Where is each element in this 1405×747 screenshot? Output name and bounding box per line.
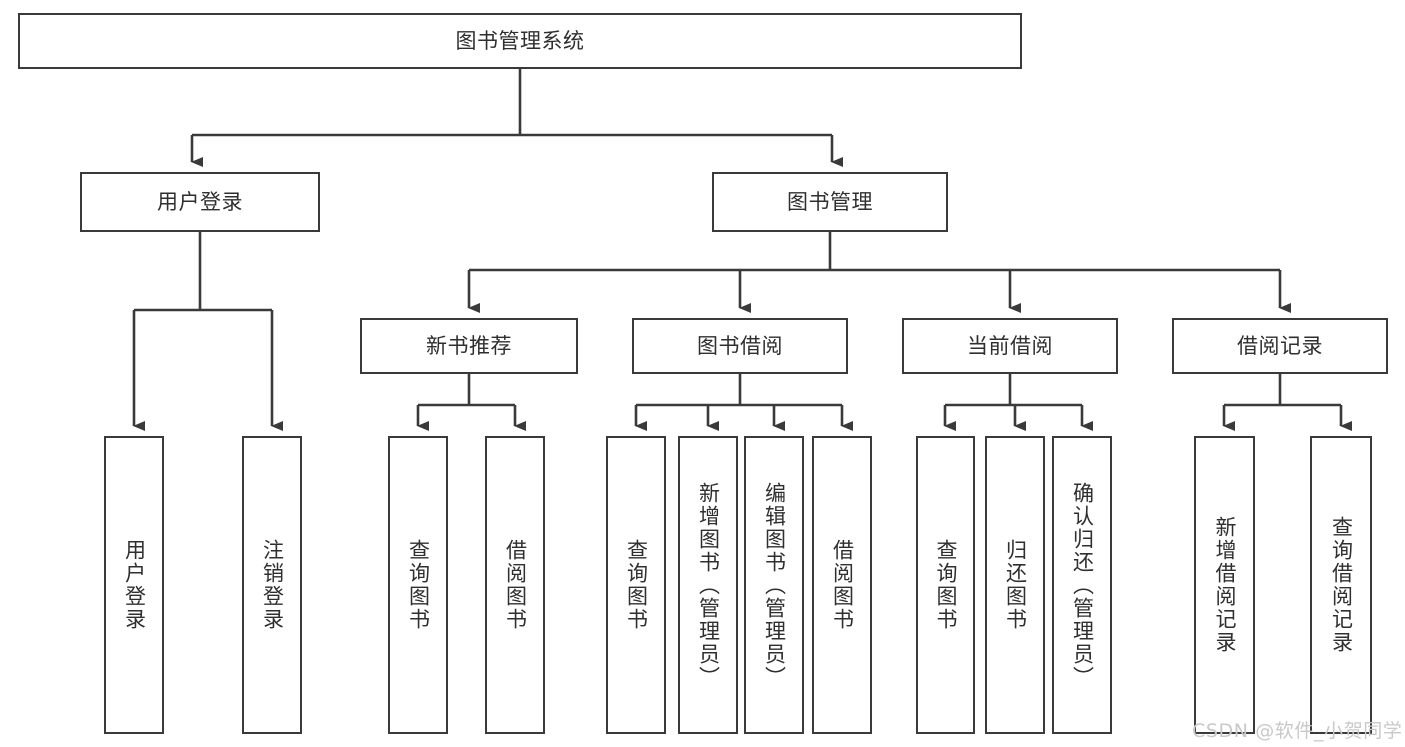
node-leaf-label: 用户登录 [122,539,147,631]
node-leaf-label: 查询借阅记录 [1329,516,1354,654]
node-leaf-label: 查询图书 [934,539,958,631]
node-level3-label: 当前借阅 [967,333,1053,358]
node-level2-用户登录-0[interactable]: 用户登录 [80,172,320,232]
node-level2-label: 图书管理 [787,189,873,214]
node-leaf-label: 编辑图书（管理员） [762,481,787,689]
node-leaf-查询图书-2[interactable]: 查询图书 [388,436,448,734]
node-level3-借阅记录-3[interactable]: 借阅记录 [1172,318,1388,374]
node-level3-label: 图书借阅 [697,333,783,358]
node-leaf-label: 确认归还（管理员） [1070,481,1095,689]
node-leaf-用户登录-0[interactable]: 用户登录 [104,436,164,734]
node-leaf-确认归还管理员-10[interactable]: 确认归还（管理员） [1052,436,1112,734]
node-leaf-label: 借阅图书 [830,539,855,631]
node-level3-当前借阅-2[interactable]: 当前借阅 [902,318,1118,374]
node-root-system[interactable]: 图书管理系统 [18,13,1022,69]
node-leaf-label: 查询图书 [406,539,431,631]
node-root-system-label: 图书管理系统 [455,28,585,53]
node-leaf-注销登录-1[interactable]: 注销登录 [242,436,302,734]
node-level2-图书管理-1[interactable]: 图书管理 [712,172,948,232]
node-leaf-新增图书管理员-5[interactable]: 新增图书（管理员） [678,436,738,734]
node-leaf-label: 借阅图书 [503,539,528,631]
node-leaf-label: 归还图书 [1003,539,1028,631]
node-leaf-借阅图书-3[interactable]: 借阅图书 [485,436,545,734]
node-level3-label: 借阅记录 [1237,333,1323,358]
node-leaf-归还图书-9[interactable]: 归还图书 [985,436,1045,734]
node-leaf-借阅图书-7[interactable]: 借阅图书 [812,436,872,734]
node-level2-label: 用户登录 [157,189,243,214]
node-leaf-查询图书-4[interactable]: 查询图书 [606,436,666,734]
node-leaf-新增借阅记录-11[interactable]: 新增借阅记录 [1194,436,1255,734]
node-leaf-label: 新增借阅记录 [1213,516,1237,654]
node-leaf-编辑图书管理员-6[interactable]: 编辑图书（管理员） [744,436,804,734]
node-leaf-label: 注销登录 [260,539,285,631]
node-leaf-label: 新增图书（管理员） [696,481,721,689]
node-level3-label: 新书推荐 [426,333,512,358]
node-leaf-查询借阅记录-12[interactable]: 查询借阅记录 [1310,436,1372,734]
node-leaf-查询图书-8[interactable]: 查询图书 [916,436,975,734]
node-leaf-label: 查询图书 [624,539,649,631]
node-level3-图书借阅-1[interactable]: 图书借阅 [632,318,848,374]
node-level3-新书推荐-0[interactable]: 新书推荐 [360,318,578,374]
